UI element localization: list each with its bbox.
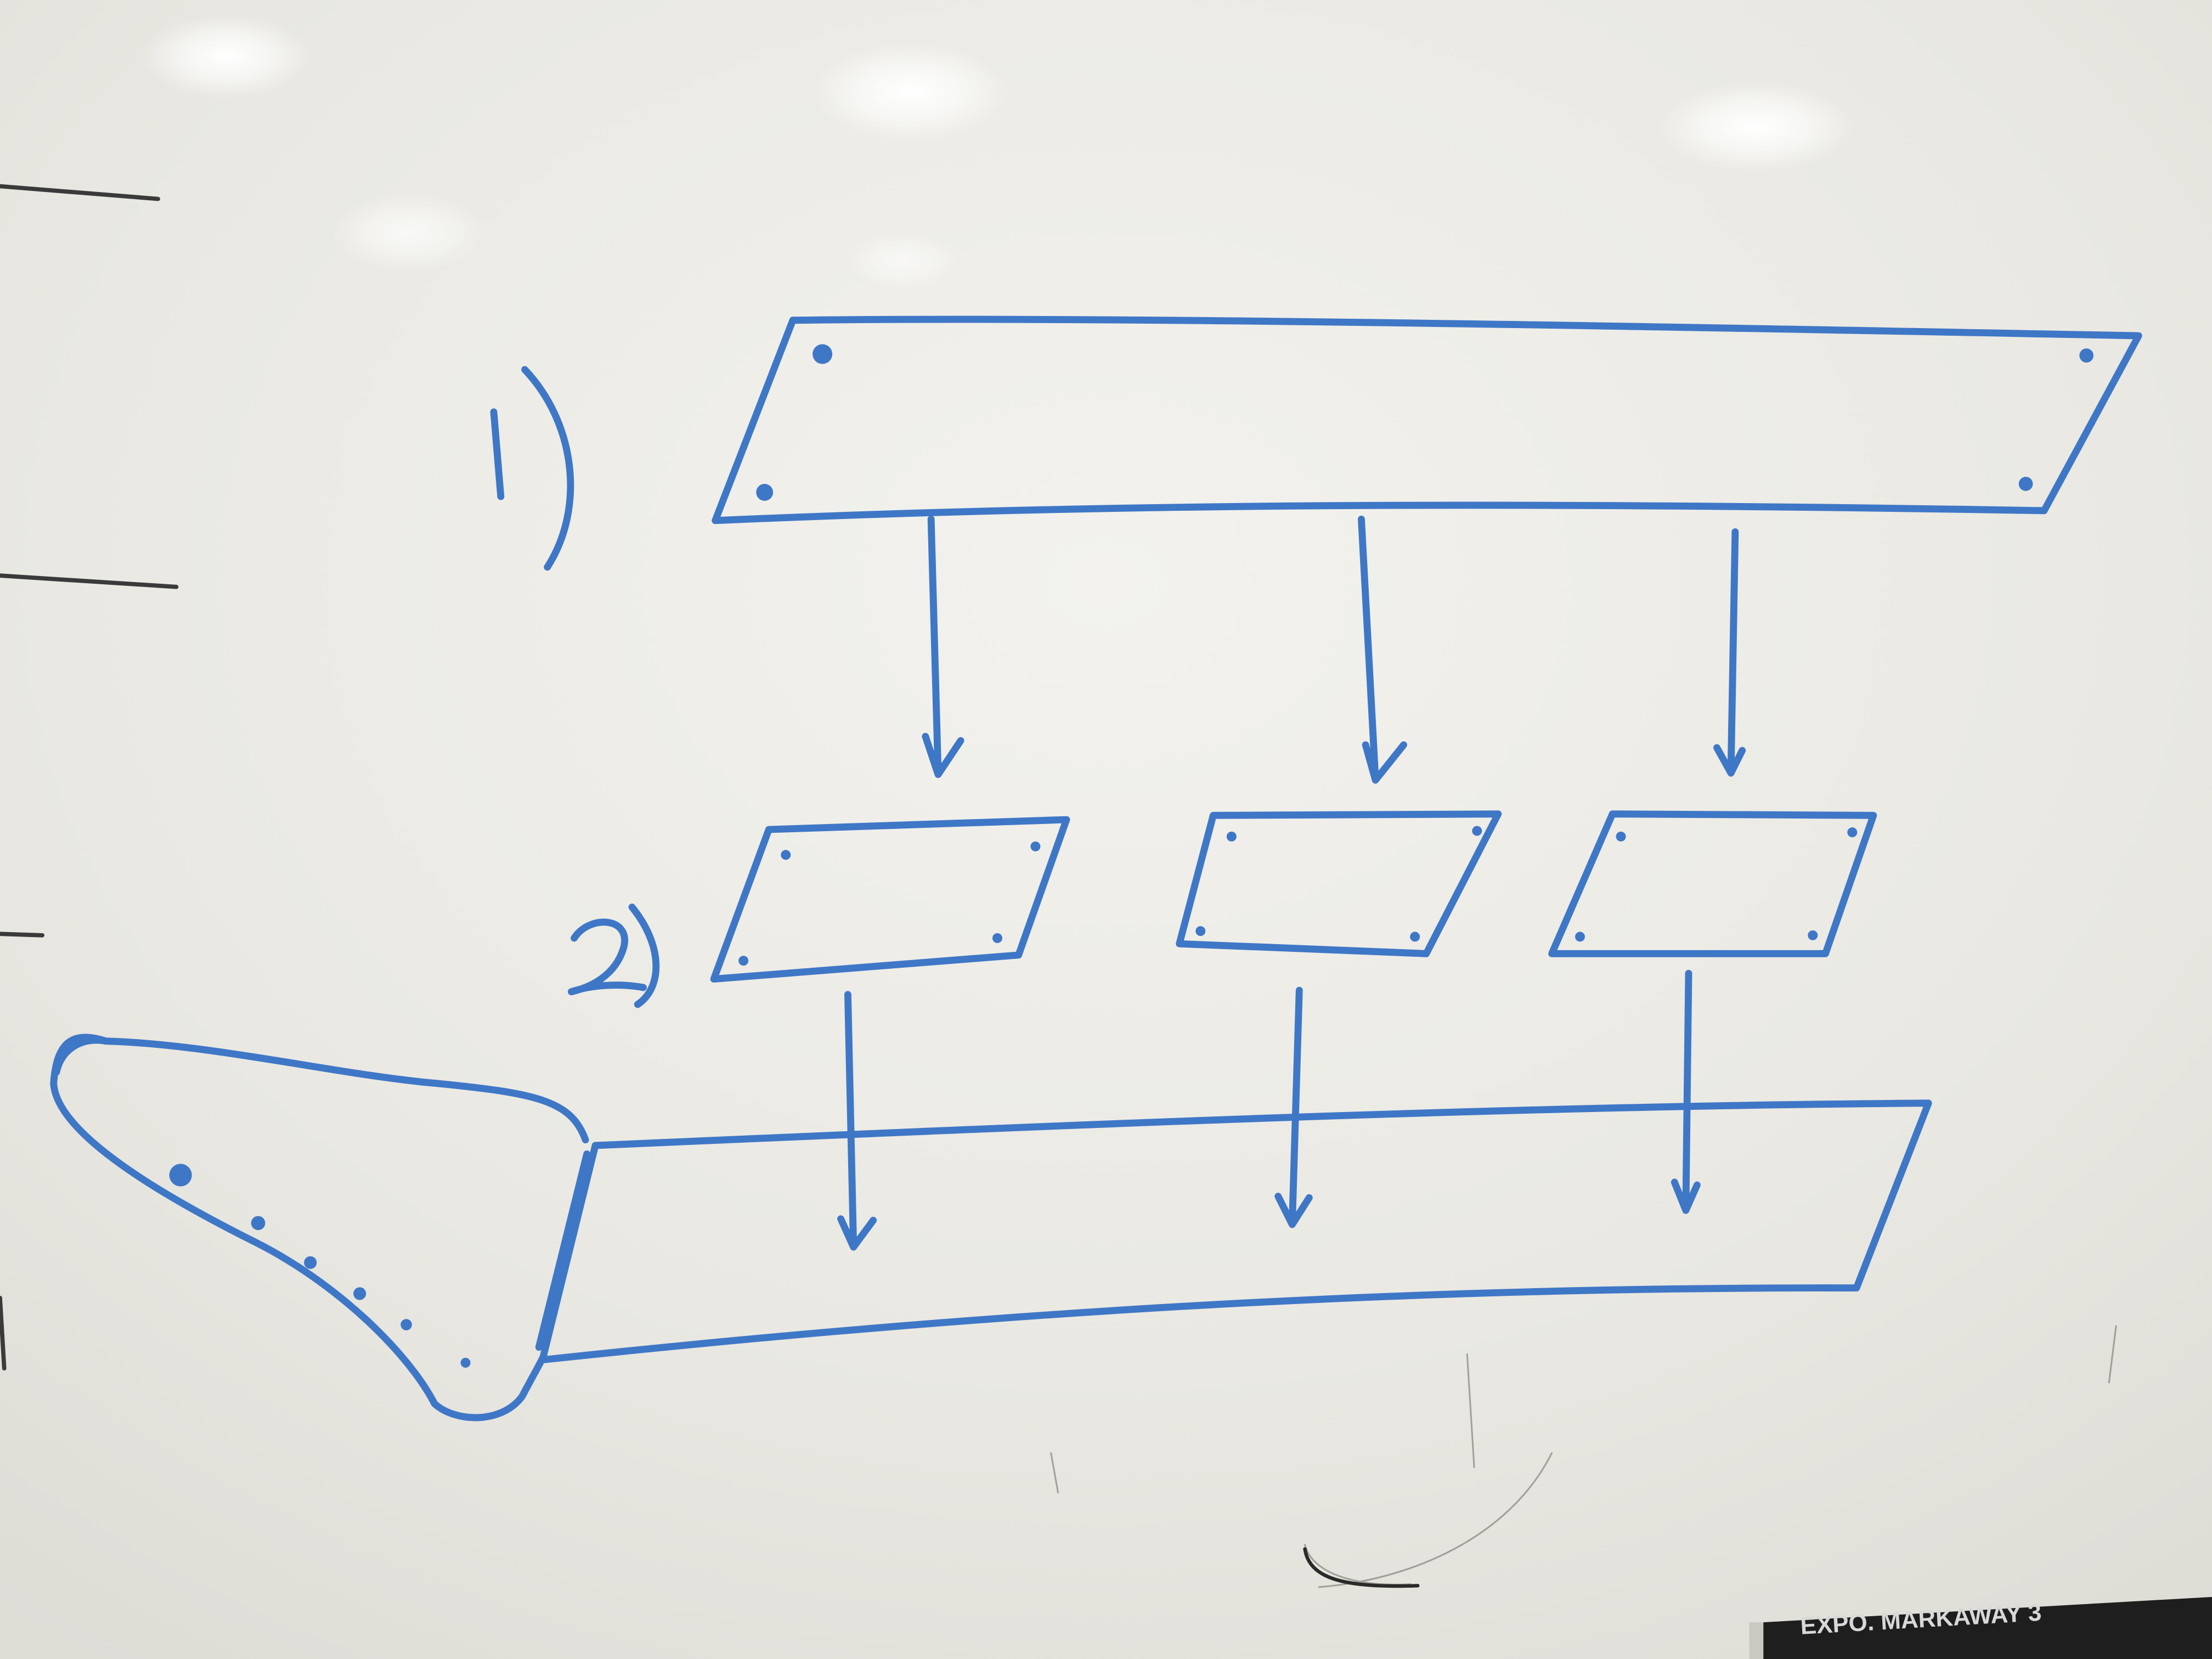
curved-end-piece <box>50 1034 589 1421</box>
marker-drawing <box>50 315 2142 1421</box>
middle-parallelogram-right <box>1548 810 1877 957</box>
light-reflections <box>141 14 1855 290</box>
bottom-band-join-2 <box>535 1150 591 1351</box>
middle-parallelogram-left <box>710 816 1070 983</box>
arrow-5-shaft <box>1289 986 1303 1227</box>
arrow-2-shaft <box>1358 515 1379 782</box>
label-2-paren <box>628 904 660 1008</box>
arrow-1-shaft <box>927 515 942 777</box>
label-1-paren <box>521 366 574 571</box>
left-wall-edge <box>0 184 179 1371</box>
eraser-smudge <box>1303 1547 1420 1588</box>
curved-end-tip <box>53 1036 110 1076</box>
middle-parallelogram-center <box>1176 810 1502 957</box>
arrow-4-shaft <box>844 991 857 1250</box>
label-2-digit <box>568 918 647 996</box>
board-smudges <box>1050 1325 2117 1588</box>
label-1-digit <box>490 408 505 500</box>
bottom-band <box>538 1099 1932 1364</box>
arrow-1-head <box>922 732 964 778</box>
arrow-3-shaft <box>1727 528 1739 774</box>
marker-tray <box>1749 1596 2212 1659</box>
arrow-6-head <box>1671 1178 1701 1214</box>
corner-dots <box>169 344 2094 1368</box>
expo-marker <box>1763 1596 2212 1659</box>
arrow-5-head <box>1274 1193 1313 1228</box>
top-parallelogram <box>712 315 2142 524</box>
bottom-band-join <box>539 1142 599 1361</box>
arrow-2-head <box>1362 741 1408 784</box>
arrow-4-head <box>837 1215 877 1251</box>
arrow-3-head <box>1713 744 1746 777</box>
arrow-6-shaft <box>1682 969 1692 1213</box>
